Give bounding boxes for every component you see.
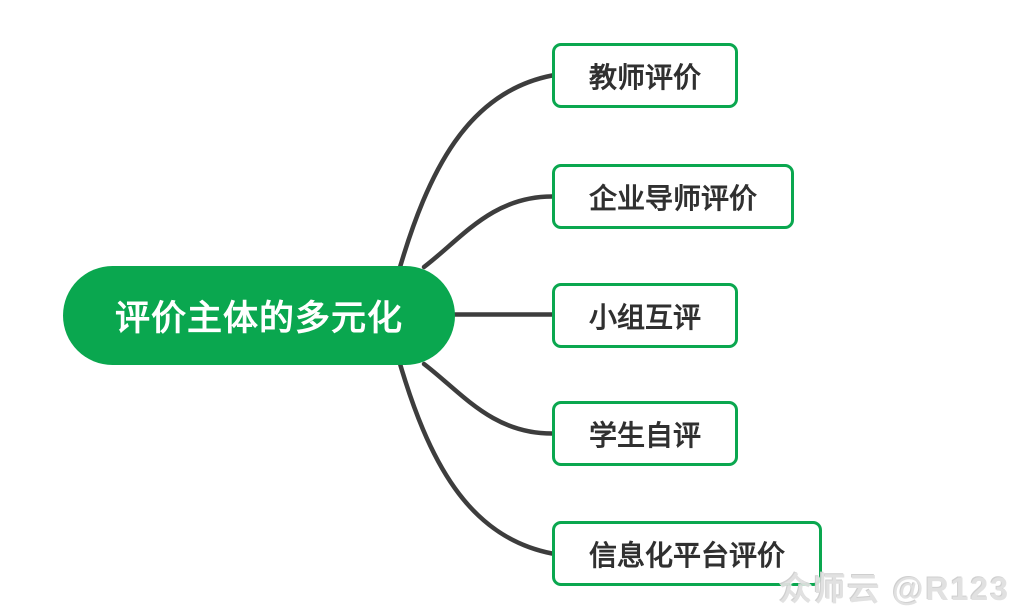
branch-node-label: 企业导师评价 [589,182,758,214]
connector-line-branch-1 [395,73,555,277]
connector-line-branch-2 [421,194,555,270]
branch-node-it-platform-evaluation[interactable]: 信息化平台评价 [552,521,823,586]
watermark-text: 众师云 @R123 [779,571,1010,607]
branch-node-label: 学生自评 [589,419,702,451]
connector-line-branch-4 [421,361,555,436]
connector-line-branch-5 [395,354,555,556]
branch-node-label: 小组互评 [589,301,702,333]
branch-node-student-self-evaluation[interactable]: 学生自评 [552,401,739,466]
branch-node-enterprise-mentor-evaluation[interactable]: 企业导师评价 [552,164,795,229]
root-node-label: 评价主体的多元化 [114,299,403,338]
branch-node-group-peer-evaluation[interactable]: 小组互评 [552,283,739,348]
branch-node-label: 信息化平台评价 [589,539,786,571]
root-node[interactable]: 评价主体的多元化 [63,266,455,365]
branch-node-label: 教师评价 [589,61,702,93]
branch-node-teacher-evaluation[interactable]: 教师评价 [552,43,739,108]
